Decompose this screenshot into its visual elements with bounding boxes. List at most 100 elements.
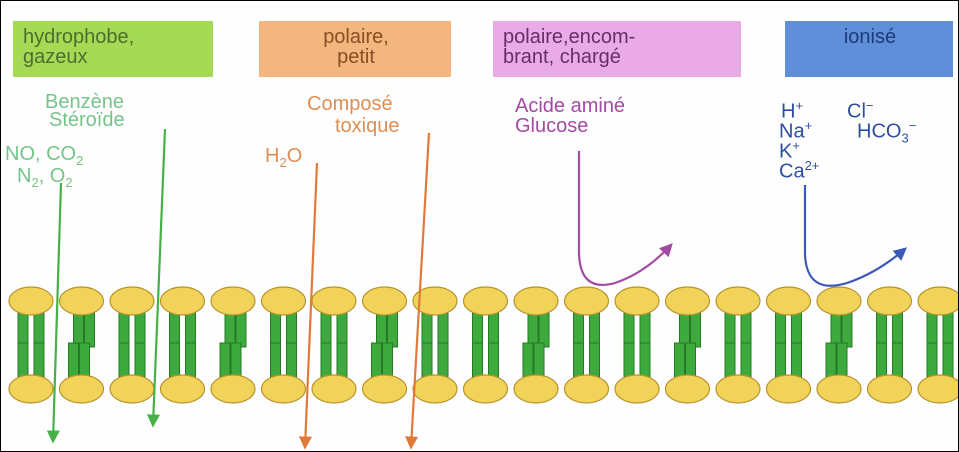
lipid-tail [18, 313, 28, 347]
lipid-tail [792, 343, 802, 377]
lipid-tail [186, 343, 196, 377]
phospholipid [69, 313, 95, 377]
label-acide-amine: Acide aminé [515, 95, 625, 117]
lipid-head [9, 375, 53, 403]
phospholipid [321, 313, 347, 377]
lipid-tail [927, 313, 937, 347]
phospholipid [422, 313, 448, 377]
lipid-head [312, 287, 356, 315]
lipid-tail [725, 313, 735, 347]
lipid-tail [640, 343, 650, 377]
lipid-head [565, 287, 609, 315]
phospholipid [523, 313, 549, 377]
lipid-head [9, 287, 53, 315]
phospholipid [624, 313, 650, 377]
lipid-tail [528, 313, 538, 347]
phospholipid [574, 313, 600, 377]
lipid-tail [383, 343, 393, 377]
lipid-tail [725, 343, 735, 377]
lipid-tail [489, 343, 499, 377]
lipid-tail [372, 343, 382, 377]
phospholipid [675, 313, 701, 377]
lipid-tail [287, 343, 297, 377]
lipid-tail [438, 313, 448, 347]
lipid-head [767, 287, 811, 315]
lipid-tail [186, 313, 196, 347]
lipid-head [363, 375, 407, 403]
lipid-tail [321, 313, 331, 347]
lipid-tail [119, 343, 129, 377]
lipid-head [262, 287, 306, 315]
phospholipid [725, 313, 751, 377]
lipid-head [161, 375, 205, 403]
lipid-tail [574, 313, 584, 347]
arrow-gas-crossing [53, 183, 61, 441]
lipid-head [312, 375, 356, 403]
lipid-head [464, 375, 508, 403]
lipid-tail [741, 343, 751, 377]
lipid-tail [943, 343, 953, 377]
lipid-tail [624, 313, 634, 347]
phospholipid [271, 313, 297, 377]
label-glucose: Glucose [515, 115, 588, 137]
lipid-head [716, 375, 760, 403]
lipid-tail [776, 313, 786, 347]
lipid-head [110, 375, 154, 403]
lipid-tail [893, 343, 903, 377]
lipid-tail [337, 313, 347, 347]
lipid-tail [675, 343, 685, 377]
lipid-tail [837, 343, 847, 377]
lipid-tail [287, 313, 297, 347]
lipid-head [514, 287, 558, 315]
lipid-tail [943, 313, 953, 347]
lipid-tail [534, 343, 544, 377]
lipid-tail [231, 343, 241, 377]
label-n2-o2: N2, O2 [17, 165, 73, 194]
lipid-head [363, 287, 407, 315]
lipid-tail [776, 343, 786, 377]
phospholipid [473, 313, 499, 377]
lipid-tail [691, 313, 701, 347]
lipid-tail [34, 313, 44, 347]
phospholipid [776, 313, 802, 377]
label-ion-hco3: HCO3− [857, 115, 916, 150]
lipid-tail [69, 343, 79, 377]
lipid-tail [119, 313, 129, 347]
lipid-tail [574, 343, 584, 377]
lipid-tail [85, 313, 95, 347]
lipid-tail [831, 313, 841, 347]
lipid-tail [271, 313, 281, 347]
phospholipid [826, 313, 852, 377]
label-h2o: H2O [265, 145, 302, 174]
lipid-head [110, 287, 154, 315]
lipid-tail [422, 343, 432, 377]
lipid-tail [741, 313, 751, 347]
lipid-tail [927, 343, 937, 377]
lipid-tail [422, 313, 432, 347]
lipid-head [918, 375, 958, 403]
lipid-head [918, 287, 958, 315]
lipid-tail [236, 313, 246, 347]
label-compose: Composé [307, 93, 393, 115]
lipid-head [615, 287, 659, 315]
lipid-head [666, 375, 710, 403]
lipid-head [211, 375, 255, 403]
lipid-tail [473, 343, 483, 377]
lipid-tail [271, 343, 281, 377]
lipid-tail [590, 313, 600, 347]
lipid-tail [842, 313, 852, 347]
lipid-head [817, 287, 861, 315]
lipid-tail [826, 343, 836, 377]
lipid-tail [337, 343, 347, 377]
lipid-tail [590, 343, 600, 377]
lipid-head [817, 375, 861, 403]
lipid-head [666, 287, 710, 315]
lipid-tail [220, 343, 230, 377]
lipid-tail [170, 313, 180, 347]
lipid-tail [489, 313, 499, 347]
lipid-tail [877, 343, 887, 377]
arrow-glucose-blocked [579, 151, 671, 285]
lipid-tail [225, 313, 235, 347]
